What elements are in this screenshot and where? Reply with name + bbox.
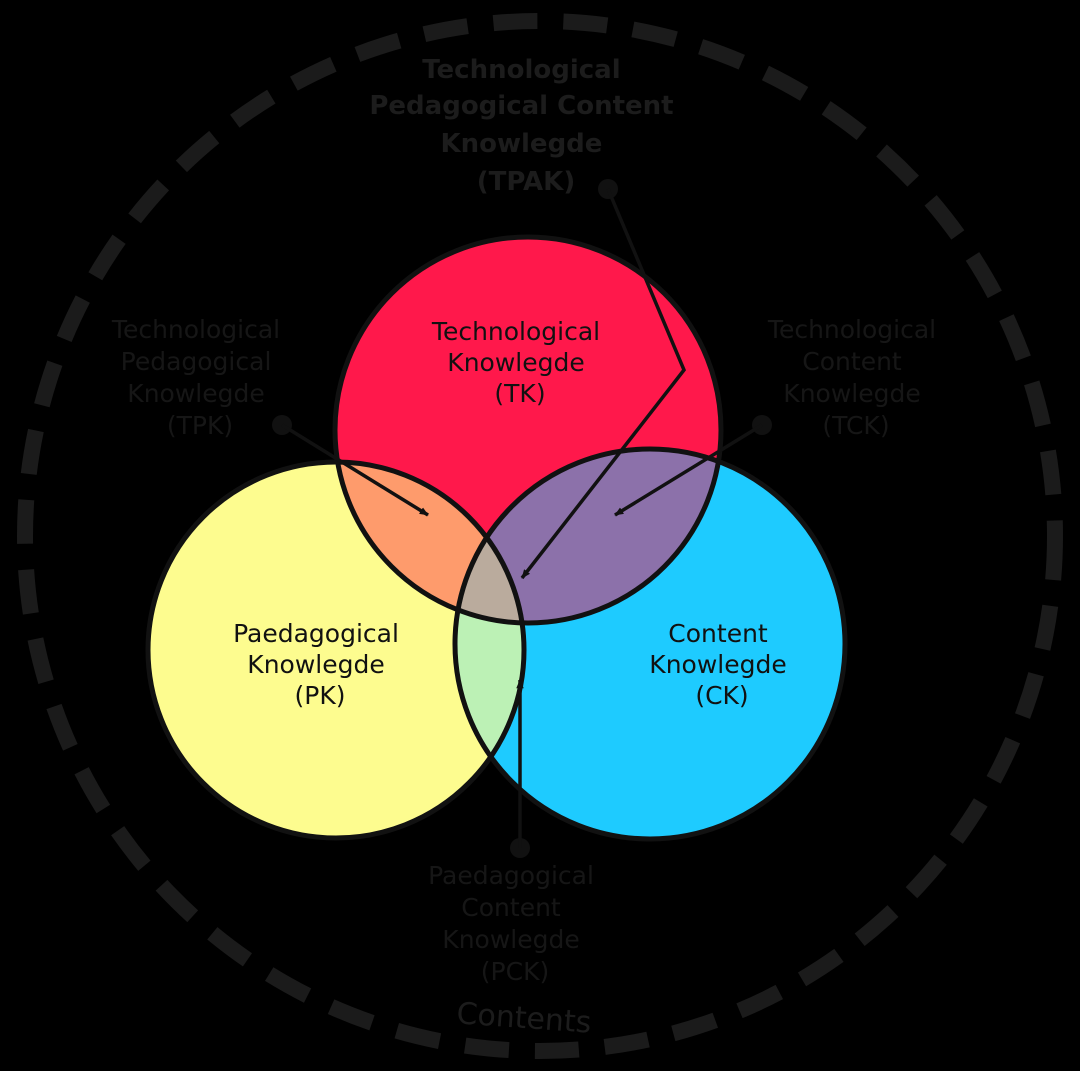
ck-label: Content Knowlegde (CK) xyxy=(649,619,794,710)
tpak-label: Technological Pedagogical Content Knowle… xyxy=(369,55,682,197)
pk-outline xyxy=(145,459,527,841)
tk-label: Technological Knowlegde (TK) xyxy=(431,317,608,408)
tpak-arrow xyxy=(520,188,687,580)
tck-label: Technological Content Knowlegde (TCK) xyxy=(767,315,944,440)
pck-label: Paedagogical Content Knowlegde (PCK) xyxy=(428,861,602,986)
tpk-arrow xyxy=(281,423,429,517)
pk-label: Paedagogical Knowlegde (PK) xyxy=(233,619,407,710)
tck-region xyxy=(455,449,721,623)
tpk-label: Technological Pedagogical Knowlegde (TPK… xyxy=(111,315,288,440)
tck-arrow xyxy=(614,423,763,517)
tpk-region xyxy=(335,462,524,623)
ck-outline xyxy=(452,446,848,842)
context-label: Contents xyxy=(455,996,592,1040)
tk-outline xyxy=(332,234,724,626)
context-boundary-ring xyxy=(17,13,1063,1059)
